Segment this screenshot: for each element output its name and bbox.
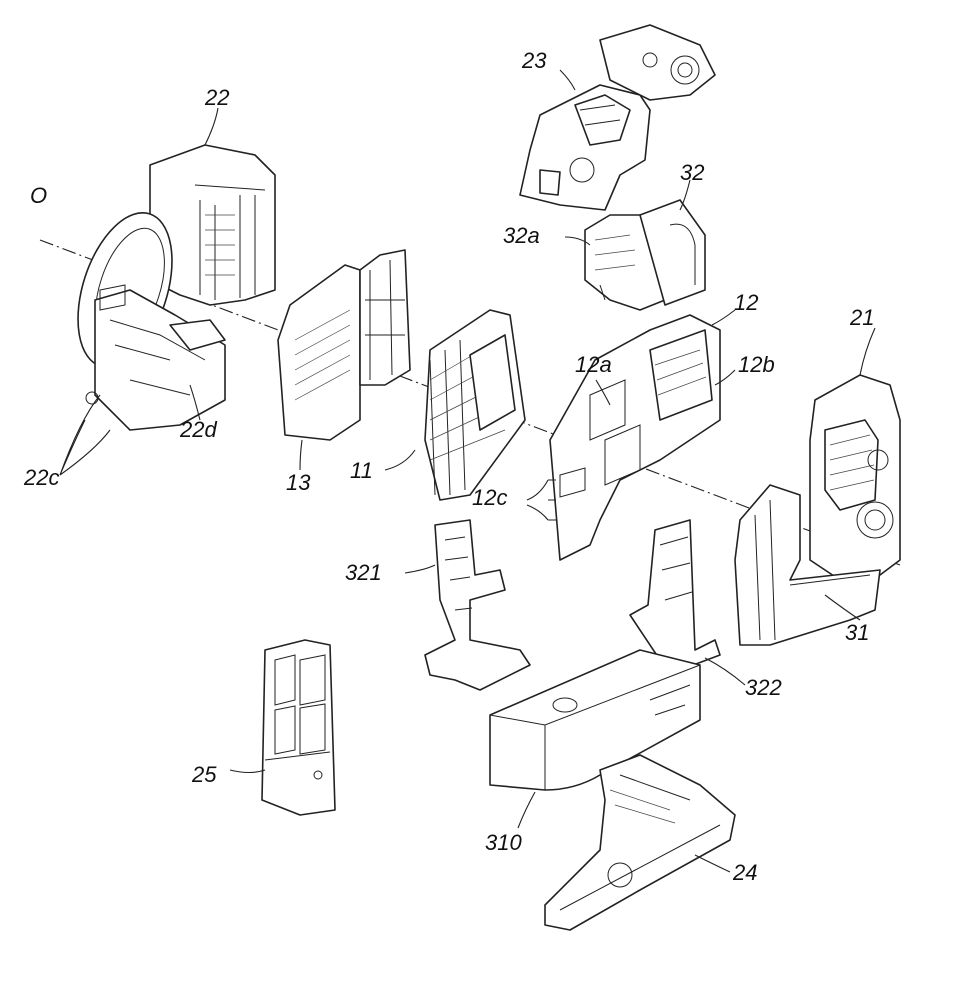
label-32: 32 xyxy=(680,160,704,185)
label-12: 12 xyxy=(734,290,758,315)
leader-lines xyxy=(59,69,876,873)
part-21-rear-cover xyxy=(809,374,901,581)
part-12-circuit-board xyxy=(548,314,721,561)
part-310-battery-box xyxy=(489,649,701,791)
label-12a: 12a xyxy=(575,352,612,377)
label-12c: 12c xyxy=(472,485,507,510)
label-322: 322 xyxy=(745,675,782,700)
label-13: 13 xyxy=(286,470,311,495)
label-22: 22 xyxy=(204,85,229,110)
label-31: 31 xyxy=(845,620,869,645)
part-22-front-body xyxy=(77,144,276,431)
label-22c: 22c xyxy=(23,465,59,490)
label-310: 310 xyxy=(485,830,522,855)
label-11: 11 xyxy=(350,458,373,483)
label-12b: 12b xyxy=(738,352,775,377)
label-22d: 22d xyxy=(179,417,217,442)
label-25: 25 xyxy=(191,762,217,787)
part-32-eyepiece xyxy=(584,199,706,311)
part-11-sensor-unit xyxy=(424,309,526,501)
label-24: 24 xyxy=(732,860,757,885)
label-32a: 32a xyxy=(503,223,540,248)
label-23: 23 xyxy=(521,48,547,73)
part-13-shutter-frame xyxy=(277,249,411,441)
label-321: 321 xyxy=(345,560,382,585)
part-31-grip-frame xyxy=(734,484,881,646)
part-321-flex-cable xyxy=(424,519,531,691)
part-25-side-cover xyxy=(261,639,336,816)
part-322-flex-cable xyxy=(629,519,721,671)
part-24-bottom-cover xyxy=(544,754,736,931)
label-axis-o: O xyxy=(30,183,47,208)
part-23-top-cover xyxy=(519,24,716,211)
label-21: 21 xyxy=(849,305,874,330)
